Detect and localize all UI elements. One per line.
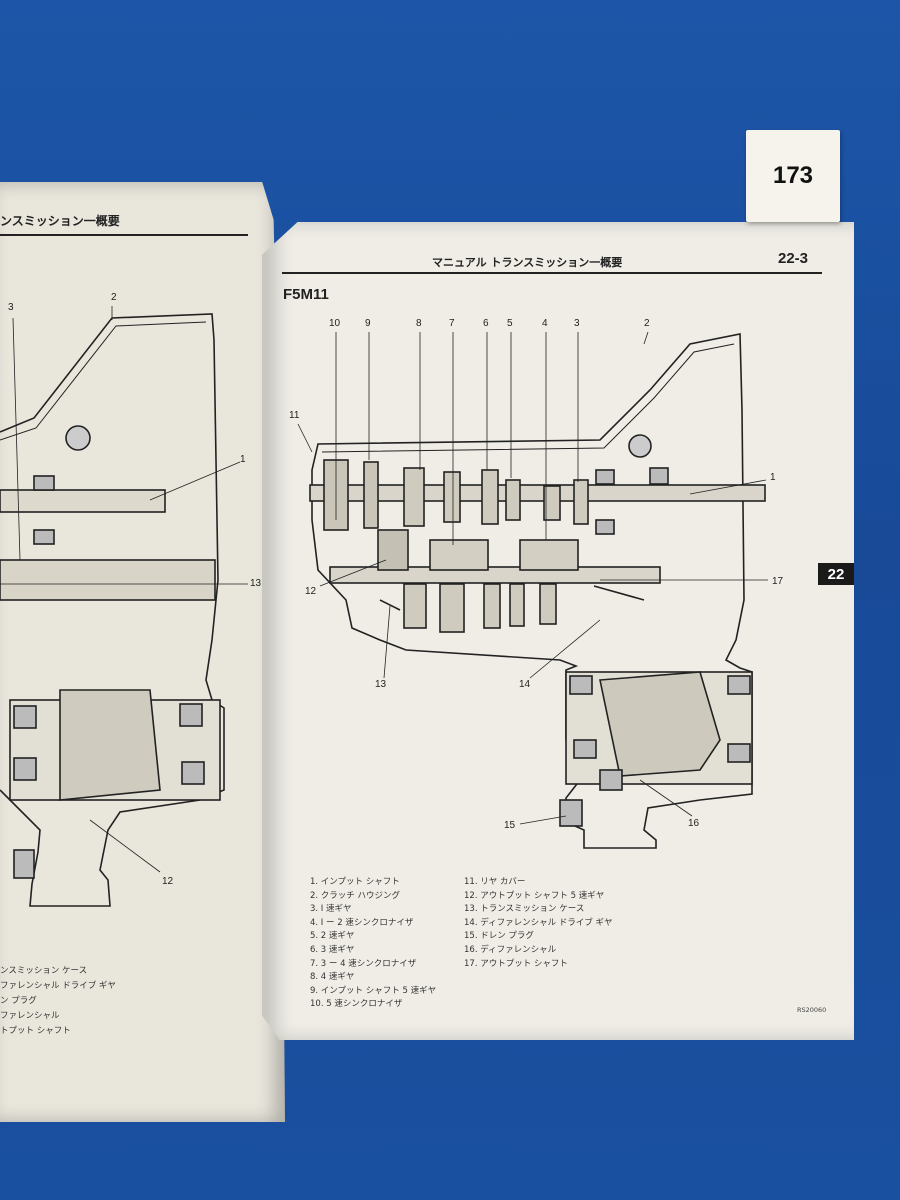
figure-code: RS20060	[797, 1006, 827, 1014]
callout-6: 6	[483, 318, 489, 329]
right-page-header: マニュアル トランスミッション一概要	[432, 256, 623, 269]
left-transmission-drawing	[0, 313, 225, 907]
callout-16: 16	[688, 818, 700, 829]
left-legend-partial: ンスミッション ケース ファレンシャル ドライブ ギヤ ン プラグ ファレンシャ…	[0, 964, 116, 1039]
legend-item: 13. トランスミッション ケース	[464, 904, 585, 915]
legend-item: 9. インプット シャフト 5 速ギヤ	[310, 985, 437, 996]
left-callout-12: 12	[162, 876, 174, 887]
callout-4: 4	[542, 318, 548, 329]
page-number: 22-3	[778, 250, 809, 267]
left-page	[0, 182, 285, 1122]
left-callout-1: 1	[240, 454, 246, 465]
legend-item: 12. アウトプット シャフト 5 速ギヤ	[464, 890, 605, 901]
legend-item: ンスミッション ケース	[0, 966, 88, 976]
right-header-rule	[282, 272, 822, 274]
legend-item: 14. ディファレンシャル ドライブ ギヤ	[464, 917, 613, 928]
callout-13: 13	[375, 679, 387, 690]
legend-right-column: 11. リヤ カバー 12. アウトプット シャフト 5 速ギヤ 13. トラン…	[464, 876, 613, 971]
legend-item: トプット シャフト	[0, 1026, 71, 1036]
legend-item: 8. 4 速ギヤ	[310, 972, 355, 983]
callout-14: 14	[519, 679, 531, 690]
callout-9: 9	[365, 318, 371, 329]
callout-11: 11	[289, 410, 300, 421]
legend-item: 11. リヤ カバー	[464, 877, 526, 887]
left-page-header: ンスミッション一概要	[0, 214, 120, 228]
callout-8: 8	[416, 318, 422, 329]
legend-item: 5. 2 速ギヤ	[310, 931, 355, 942]
legend-item: 17. アウトプット シャフト	[464, 958, 568, 969]
callout-10: 10	[329, 318, 341, 329]
callout-15: 15	[504, 820, 516, 831]
legend-left-column: 1. インプット シャフト 2. クラッチ ハウジング 3. I 速ギヤ 4. …	[310, 876, 436, 1012]
callout-12: 12	[305, 586, 317, 597]
section-tab: 22	[818, 563, 854, 585]
legend-item: ファレンシャル	[0, 1011, 60, 1021]
legend-item: 1. インプット シャフト	[310, 877, 400, 887]
right-transmission-drawing	[309, 333, 766, 849]
callout-3: 3	[574, 318, 580, 329]
legend-item: 15. ドレン プラグ	[464, 931, 534, 942]
legend-item: 10. 5 速シンクロナイザ	[310, 999, 403, 1010]
left-header-rule	[0, 234, 248, 236]
legend-item: 16. ディファレンシャル	[464, 944, 557, 955]
legend-item: 2. クラッチ ハウジング	[310, 890, 401, 901]
model-label: F5M11	[283, 286, 329, 303]
legend-item: ファレンシャル ドライブ ギヤ	[0, 981, 116, 991]
legend-item: 3. I 速ギヤ	[310, 904, 352, 915]
left-callout-3: 3	[8, 302, 14, 313]
callout-2: 2	[644, 318, 650, 329]
callout-5: 5	[507, 318, 513, 329]
callout-7: 7	[449, 318, 455, 329]
left-callout-2: 2	[111, 292, 117, 303]
callout-1: 1	[770, 472, 776, 483]
callout-17: 17	[772, 576, 784, 587]
left-callout-13: 13	[250, 578, 262, 589]
number-tag: 173	[746, 130, 840, 222]
legend-item: 4. I ー 2 速シンクロナイザ	[310, 917, 414, 928]
legend-item: ン プラグ	[0, 996, 37, 1006]
legend-item: 6. 3 速ギヤ	[310, 944, 355, 955]
legend-item: 7. 3 ー 4 速シンクロナイザ	[310, 958, 417, 969]
